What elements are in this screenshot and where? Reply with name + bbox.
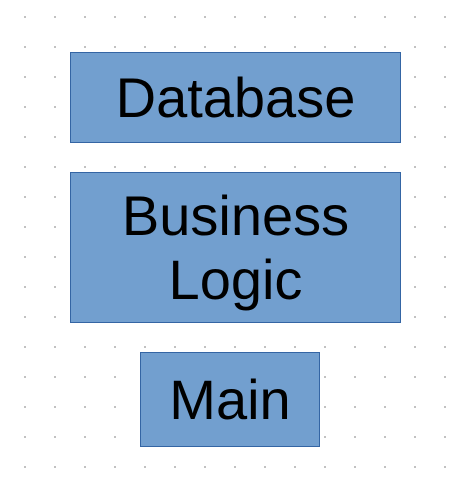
database-block[interactable]: Database xyxy=(70,52,401,143)
main-block[interactable]: Main xyxy=(140,352,320,447)
business-logic-block[interactable]: Business Logic xyxy=(70,172,401,323)
